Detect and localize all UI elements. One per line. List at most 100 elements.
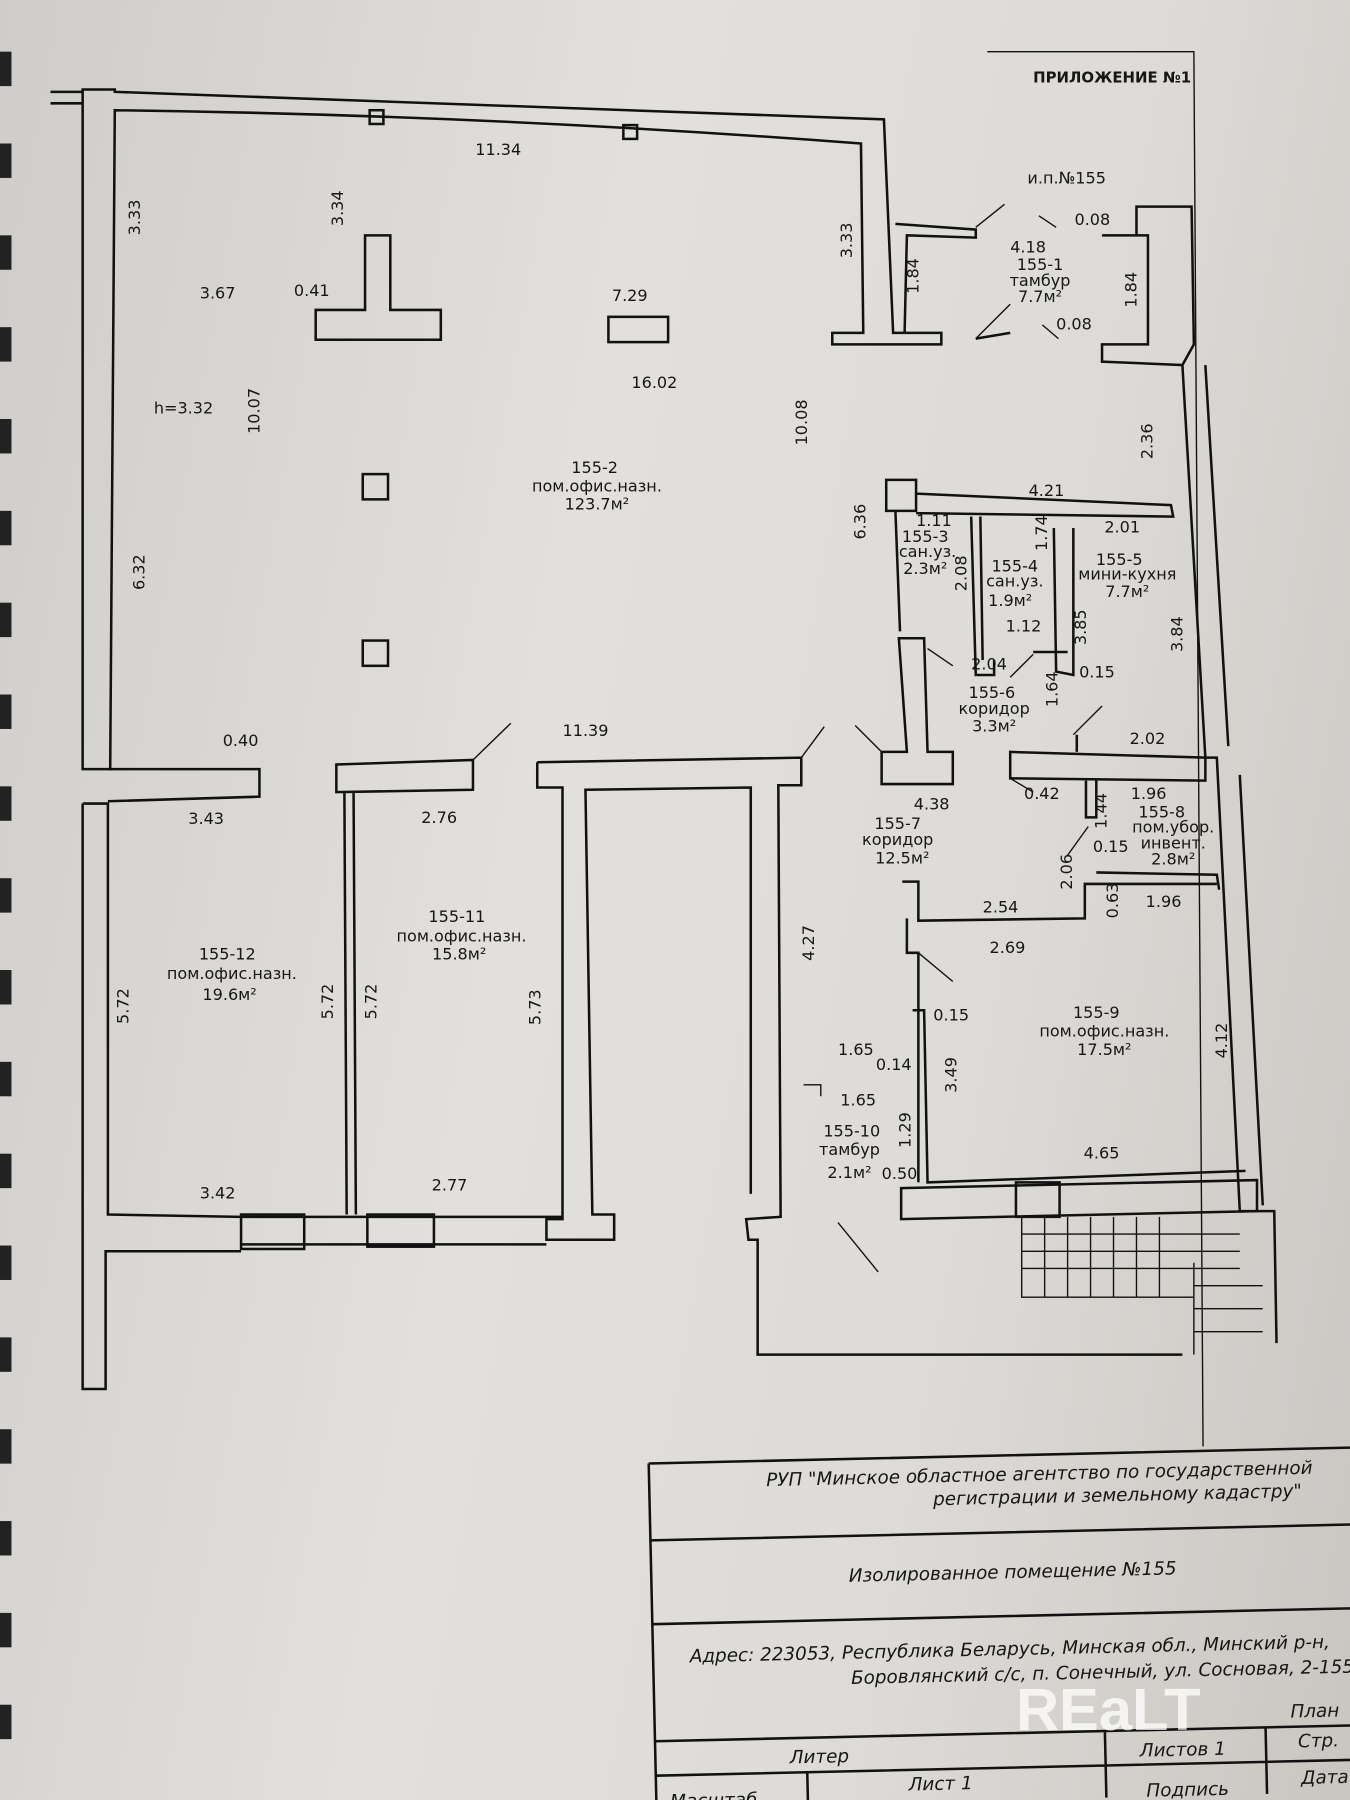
dimension-labels: 11.34 3.33 3.34 3.67 0.41 7.29 16.02 h=3… [114, 140, 1232, 1202]
dimension: 3.49 [941, 1057, 960, 1093]
dimension: 2.08 [952, 555, 971, 591]
dimension: 6.32 [130, 554, 149, 590]
dimension: 2.04 [971, 654, 1007, 673]
svg-text:коридор: коридор [862, 830, 933, 849]
dimension: 4.21 [1029, 481, 1065, 500]
svg-text:пом.убор.: пом.убор. [1132, 817, 1214, 836]
dimension: 2.36 [1138, 423, 1157, 459]
svg-text:2.8м²: 2.8м² [1151, 849, 1195, 868]
watermark-logo: REaLT [1016, 1676, 1201, 1743]
plan-label: План [1290, 1701, 1339, 1723]
dimension: 10.07 [244, 388, 263, 434]
svg-text:сан.уз.: сан.уз. [899, 542, 956, 561]
page-label: Стр. [1298, 1730, 1339, 1752]
dimension: 0.40 [223, 731, 259, 750]
dimension: 11.39 [563, 721, 609, 740]
scale-label: Масштаб [670, 1790, 758, 1800]
frame-border [987, 50, 1204, 1447]
dimension: 0.15 [1093, 837, 1129, 856]
dimension: 4.12 [1212, 1023, 1231, 1059]
svg-text:155-3: 155-3 [902, 527, 949, 546]
dimension: 0.50 [882, 1164, 918, 1183]
svg-text:пом.офис.назн.: пом.офис.назн. [532, 476, 662, 495]
svg-text:17.5м²: 17.5м² [1077, 1040, 1131, 1059]
svg-text:инвент.: инвент. [1141, 833, 1206, 852]
svg-text:пом.офис.назн.: пом.офис.назн. [1039, 1022, 1169, 1041]
binding-rings [0, 51, 12, 1740]
svg-text:3.3м²: 3.3м² [972, 716, 1016, 735]
dimension: 2.77 [432, 1175, 468, 1194]
liter-label: Литер [788, 1746, 849, 1768]
dimension: 1.64 [1042, 671, 1061, 707]
svg-text:сан.уз.: сан.уз. [986, 572, 1043, 591]
svg-text:155-6: 155-6 [968, 683, 1015, 702]
svg-text:мини-кухня: мини-кухня [1078, 565, 1176, 584]
dimension: 1.96 [1131, 784, 1167, 803]
dimension: 4.18 [1010, 238, 1046, 257]
dimension: 1.11 [916, 511, 952, 530]
dimension: 5.72 [362, 984, 381, 1020]
walls [50, 88, 1278, 1391]
dimension: 6.36 [851, 504, 870, 540]
dimension: 2.06 [1057, 854, 1076, 890]
dimension: 0.42 [1024, 784, 1060, 803]
svg-text:7.7м²: 7.7м² [1105, 582, 1149, 601]
dimension: 1.65 [840, 1090, 876, 1109]
svg-text:тамбур: тамбур [819, 1140, 880, 1159]
dimension: 1.12 [1006, 616, 1042, 635]
dimension: 10.08 [792, 399, 811, 445]
dimension: 3.85 [1071, 609, 1090, 645]
svg-text:пом.офис.назн.: пом.офис.назн. [396, 926, 526, 945]
date-label: Дата [1300, 1767, 1349, 1789]
svg-text:пом.офис.назн.: пом.офис.назн. [167, 964, 297, 983]
svg-text:коридор: коридор [958, 699, 1029, 718]
dimension: 1.84 [903, 258, 922, 294]
svg-text:155-12: 155-12 [199, 945, 256, 964]
dimension: 0.15 [933, 1006, 969, 1025]
dimension: 3.33 [837, 223, 856, 259]
svg-text:15.8м²: 15.8м² [432, 945, 486, 964]
dimension: 2.54 [983, 898, 1019, 917]
dimension: 3.34 [328, 190, 347, 226]
svg-text:12.5м²: 12.5м² [875, 848, 929, 867]
svg-text:155-4: 155-4 [991, 557, 1038, 576]
dimension: 0.14 [876, 1055, 912, 1074]
svg-text:19.6м²: 19.6м² [202, 985, 256, 1004]
svg-text:155-2: 155-2 [571, 458, 618, 477]
sheet-label: Лист 1 [907, 1773, 973, 1795]
svg-text:2.3м²: 2.3м² [903, 559, 947, 578]
dimension: 5.72 [114, 988, 133, 1024]
document-title: Изолированное помещение №155 [849, 1558, 1177, 1586]
svg-text:2.1м²: 2.1м² [827, 1163, 871, 1182]
svg-text:155-1: 155-1 [1017, 255, 1064, 274]
dimension: 0.08 [1074, 210, 1110, 229]
dimension: 3.33 [125, 200, 144, 236]
svg-text:155-5: 155-5 [1096, 550, 1143, 569]
dimension: 0.41 [294, 281, 330, 300]
dimension: 2.69 [990, 938, 1026, 957]
dimension: 3.42 [200, 1183, 236, 1202]
dimension: 0.15 [1079, 662, 1115, 681]
dimension: 3.43 [188, 809, 224, 828]
dimension: 5.73 [526, 989, 545, 1025]
sheets-label: Листов 1 [1139, 1739, 1227, 1762]
dimension: 1.84 [1121, 272, 1140, 308]
title-block: РУП "Минское областное агентство по госу… [647, 1446, 1350, 1800]
dimension: h=3.32 [154, 398, 213, 417]
dimension: 1.44 [1092, 793, 1111, 829]
dimension: 4.27 [799, 925, 818, 961]
dimension: 1.65 [838, 1040, 874, 1059]
dimension: 16.02 [631, 373, 677, 392]
